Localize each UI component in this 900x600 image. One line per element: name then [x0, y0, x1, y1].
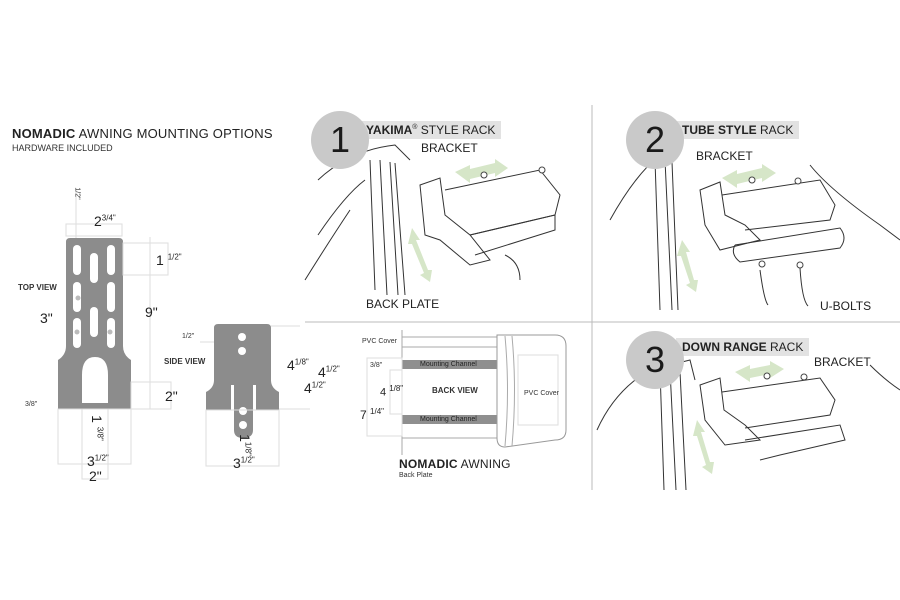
dim-side-tab: 11/8"	[236, 434, 253, 456]
side-view-dimension-lines	[200, 325, 310, 467]
back-view-caption: Back Plate	[399, 472, 433, 479]
dim-hole-gap: 1/2"	[182, 333, 195, 340]
dim-back-d3: 7 1/4"	[360, 407, 384, 422]
awning-back-view	[366, 330, 567, 455]
dim-edge: 3/8"	[25, 401, 38, 408]
option-2-ubolts-callout: U-BOLTS	[820, 299, 872, 313]
dim-width-top: 23/4"	[94, 213, 116, 229]
dim-top-gap: 1/2"	[73, 187, 81, 200]
top-view-dimension-lines	[57, 188, 172, 480]
side-view-plate	[206, 324, 279, 410]
mounting-channel-top-label: Mounting Channel	[420, 361, 477, 368]
option-3-bracket-callout: BRACKET	[814, 355, 871, 369]
option-1-arrows	[408, 159, 508, 282]
dim-back-d2: 4 1/8"	[380, 384, 404, 399]
back-view-title: NOMADIC AWNING	[399, 457, 511, 471]
page-subtitle: HARDWARE INCLUDED	[12, 143, 113, 153]
dim-side-width: 31/2"	[233, 455, 255, 471]
dim-cut-width: 2"	[89, 468, 102, 484]
dim-base: 2"	[165, 388, 178, 404]
dim-cutout: 1 3/8"	[88, 415, 105, 441]
option-3-badge: 3	[626, 331, 684, 389]
option-2-title: TUBE STYLE RACK	[676, 121, 800, 139]
mounting-channel-bottom-label: Mounting Channel	[420, 416, 477, 423]
option-2-badge: 2	[626, 111, 684, 169]
option-1-title: YAKIMA® STYLE RACK	[360, 121, 502, 139]
dim-slot-spacing: 3"	[40, 310, 53, 326]
page-title: NOMADIC AWNING MOUNTING OPTIONS	[12, 126, 273, 141]
dim-side-h3: 41/2"	[304, 380, 326, 396]
dim-side-h1: 41/8"	[287, 357, 309, 373]
dim-slot-length: 1 1/2"	[156, 252, 182, 268]
dim-width-bottom: 31/2"	[87, 453, 109, 469]
option-3-title: DOWN RANGE RACK	[676, 338, 810, 356]
pvc-cover-top-label: PVC Cover	[362, 338, 398, 345]
option-2-bracket-callout: BRACKET	[696, 149, 753, 163]
option-1-backplate-callout: BACK PLATE	[366, 297, 440, 311]
top-view-label: TOP VIEW	[18, 283, 57, 292]
option-2-arrows	[677, 164, 776, 292]
option-3-arrows	[693, 361, 784, 474]
option-1-badge: 1	[311, 111, 369, 169]
pvc-cover-side-label: PVC Cover	[524, 390, 560, 397]
back-view-label: BACK VIEW	[432, 386, 478, 395]
dim-side-h2: 41/2"	[318, 364, 340, 380]
dim-overall-length: 9"	[145, 304, 158, 320]
side-view-label: SIDE VIEW	[164, 357, 206, 366]
dim-back-d1: 3/8"	[370, 362, 383, 369]
option-1-bracket-callout: BRACKET	[421, 141, 478, 155]
